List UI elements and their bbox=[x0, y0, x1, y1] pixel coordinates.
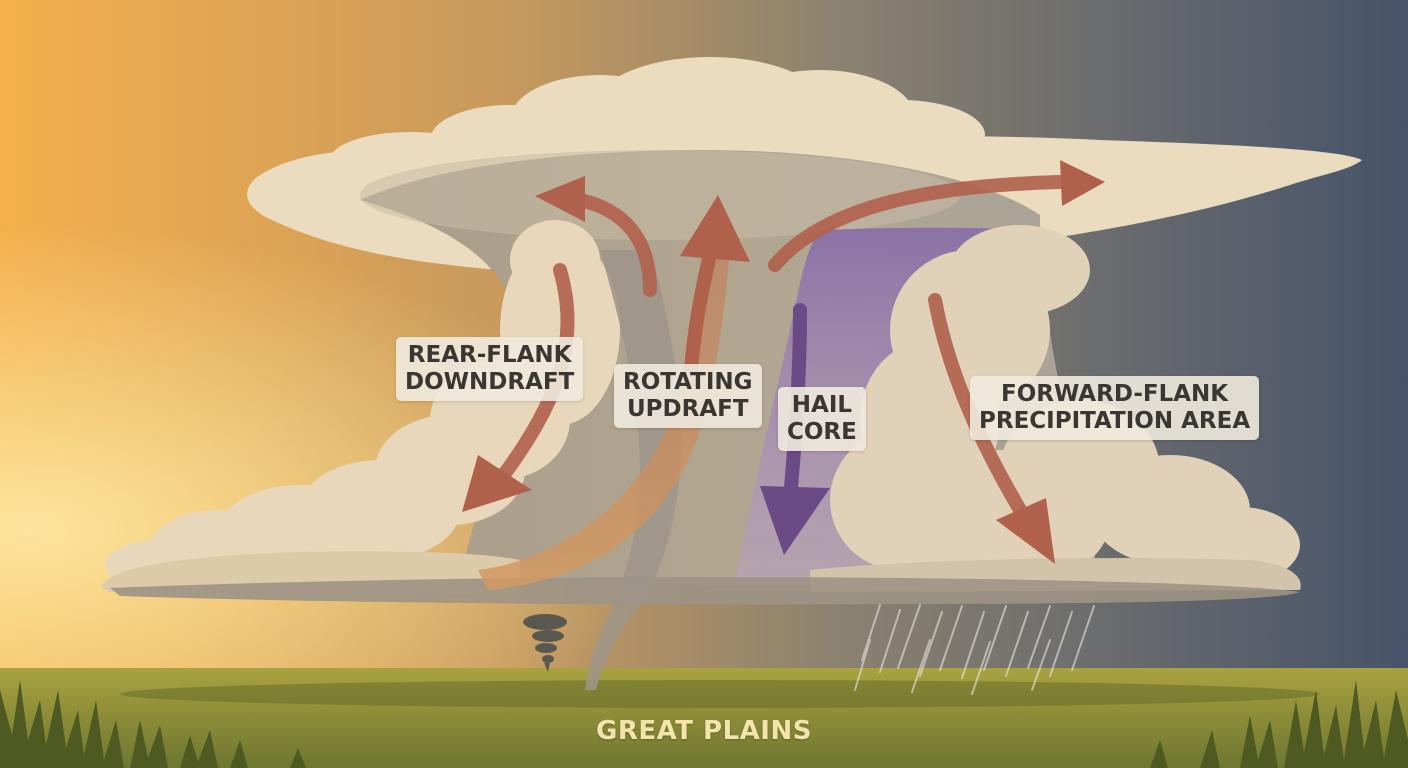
label-line: REAR-FLANK bbox=[407, 342, 572, 368]
label-rotating-updraft: ROTATING UPDRAFT bbox=[614, 364, 762, 428]
label-rear-flank-downdraft: REAR-FLANK DOWNDRAFT bbox=[396, 337, 584, 401]
label-line: CORE bbox=[787, 419, 857, 445]
tornado-icon bbox=[523, 614, 567, 672]
ground-label: GREAT PLAINS bbox=[596, 716, 812, 746]
grass bbox=[0, 680, 1408, 768]
cloud-base bbox=[110, 577, 1300, 605]
label-hail-core: HAIL CORE bbox=[778, 387, 866, 451]
label-line: ROTATING bbox=[623, 369, 753, 395]
label-line: DOWNDRAFT bbox=[405, 369, 575, 395]
updraft-column bbox=[585, 250, 681, 690]
label-line: FORWARD-FLANK bbox=[1001, 381, 1229, 407]
left-outflow-arrow bbox=[573, 193, 657, 297]
label-line: PRECIPITATION AREA bbox=[979, 408, 1251, 434]
right-outflow-arrow bbox=[768, 175, 1067, 272]
ground bbox=[0, 668, 1408, 768]
label-line: UPDRAFT bbox=[627, 396, 749, 422]
rain-streaks bbox=[854, 604, 1095, 695]
label-line: HAIL bbox=[791, 392, 853, 418]
rotating-updraft-arrow bbox=[683, 238, 719, 387]
label-forward-flank-precipitation: FORWARD-FLANK PRECIPITATION AREA bbox=[970, 376, 1260, 440]
